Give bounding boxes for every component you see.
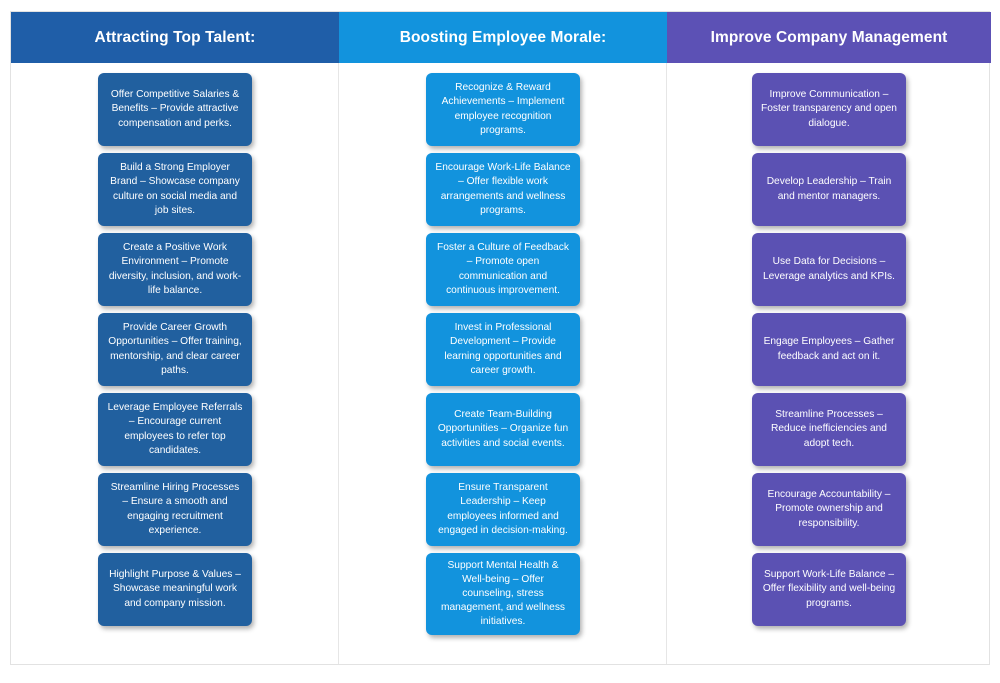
column-header-attracting-top-talent: Attracting Top Talent: (11, 12, 339, 63)
card-text: Support Mental Health & Well-being – Off… (440, 560, 566, 628)
card[interactable]: Offer Competitive Salaries & Benefits – … (98, 73, 252, 146)
card[interactable]: Encourage Accountability – Promote owner… (752, 473, 906, 546)
card[interactable]: Create Team-Building Opportunities – Org… (426, 393, 580, 466)
column-header-improve-company-management: Improve Company Management (667, 12, 991, 63)
card-text: Develop Leadership – Train and mentor ma… (766, 176, 892, 202)
board-container: Attracting Top Talent: Offer Competitive… (10, 11, 991, 666)
card[interactable]: Create a Positive Work Environment – Pro… (98, 233, 252, 306)
card[interactable]: Provide Career Growth Opportunities – Of… (98, 313, 252, 386)
card[interactable]: Streamline Processes – Reduce inefficien… (752, 393, 906, 466)
column-boosting-employee-morale: Boosting Employee Morale: Recognize & Re… (339, 12, 667, 666)
card-text: Encourage Accountability – Promote owner… (767, 489, 891, 529)
card-text: Encourage Work-Life Balance – Offer flex… (435, 162, 571, 216)
card-text: Recognize & Reward Achievements – Implem… (441, 82, 565, 136)
card[interactable]: Streamline Hiring Processes – Ensure a s… (98, 473, 252, 546)
card[interactable]: Ensure Transparent Leadership – Keep emp… (426, 473, 580, 546)
card-list-improve-company-management: Improve Communication – Foster transpare… (667, 73, 991, 626)
card[interactable]: Recognize & Reward Achievements – Implem… (426, 73, 580, 146)
card[interactable]: Highlight Purpose & Values – Showcase me… (98, 553, 252, 626)
card[interactable]: Improve Communication – Foster transpare… (752, 73, 906, 146)
card-list-boosting-employee-morale: Recognize & Reward Achievements – Implem… (339, 73, 667, 636)
card-text: Provide Career Growth Opportunities – Of… (108, 322, 242, 376)
card-list-attracting-top-talent: Offer Competitive Salaries & Benefits – … (11, 73, 339, 626)
card[interactable]: Invest in Professional Development – Pro… (426, 313, 580, 386)
column-divider-2 (666, 12, 667, 664)
card-text: Use Data for Decisions – Leverage analyt… (763, 256, 895, 282)
card[interactable]: Support Mental Health & Well-being – Off… (426, 553, 580, 636)
card-text: Foster a Culture of Feedback – Promote o… (437, 242, 569, 296)
card-text: Streamline Processes – Reduce inefficien… (771, 409, 887, 449)
card-text: Leverage Employee Referrals – Encourage … (107, 402, 243, 456)
card[interactable]: Build a Strong Employer Brand – Showcase… (98, 153, 252, 226)
card-text: Ensure Transparent Leadership – Keep emp… (438, 482, 568, 536)
column-header-title: Improve Company Management (710, 28, 948, 46)
card[interactable]: Foster a Culture of Feedback – Promote o… (426, 233, 580, 306)
card[interactable]: Support Work-Life Balance – Offer flexib… (752, 553, 906, 626)
card-text: Offer Competitive Salaries & Benefits – … (110, 89, 240, 129)
card[interactable]: Leverage Employee Referrals – Encourage … (98, 393, 252, 466)
column-header-title: Attracting Top Talent: (94, 28, 256, 46)
card[interactable]: Engage Employees – Gather feedback and a… (752, 313, 906, 386)
card[interactable]: Use Data for Decisions – Leverage analyt… (752, 233, 906, 306)
card-text: Support Work-Life Balance – Offer flexib… (762, 569, 896, 609)
column-header-title: Boosting Employee Morale: (399, 28, 607, 46)
card-text: Highlight Purpose & Values – Showcase me… (109, 569, 241, 609)
column-improve-company-management: Improve Company Management Improve Commu… (667, 12, 991, 666)
card[interactable]: Encourage Work-Life Balance – Offer flex… (426, 153, 580, 226)
column-divider-1 (338, 12, 339, 664)
card-text: Invest in Professional Development – Pro… (444, 322, 562, 376)
column-header-boosting-employee-morale: Boosting Employee Morale: (339, 12, 667, 63)
card-text: Improve Communication – Foster transpare… (761, 89, 897, 129)
columns-wrapper: Attracting Top Talent: Offer Competitive… (11, 12, 991, 666)
card-text: Create Team-Building Opportunities – Org… (437, 409, 569, 449)
column-attracting-top-talent: Attracting Top Talent: Offer Competitive… (11, 12, 339, 666)
card-text: Build a Strong Employer Brand – Showcase… (110, 162, 240, 216)
card-text: Streamline Hiring Processes – Ensure a s… (110, 482, 240, 536)
card[interactable]: Develop Leadership – Train and mentor ma… (752, 153, 906, 226)
card-text: Engage Employees – Gather feedback and a… (763, 336, 895, 362)
card-text: Create a Positive Work Environment – Pro… (108, 242, 242, 296)
